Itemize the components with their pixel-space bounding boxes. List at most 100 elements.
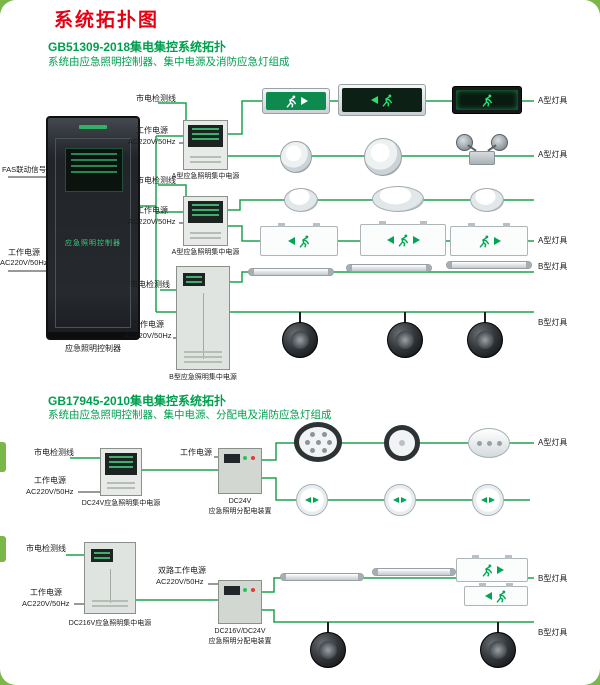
psu-a2 xyxy=(183,196,228,246)
direction-indicator-lamp xyxy=(296,484,328,516)
green-led xyxy=(243,456,247,460)
mains-detect-label: 市电检测线 xyxy=(130,280,170,289)
ceiling-lamp xyxy=(284,188,318,212)
lamp-type-b-label: B型灯具 xyxy=(538,262,568,271)
psu-dc216 xyxy=(84,542,136,614)
psu-a2-caption: A型应急照明集中电源 xyxy=(171,249,240,256)
spotlight xyxy=(278,312,322,366)
lamp-type-b-label: B型灯具 xyxy=(538,574,568,583)
wire-psu3-row5 xyxy=(230,271,534,283)
tube-light xyxy=(372,568,456,576)
psu-display xyxy=(188,125,223,147)
spotlight xyxy=(476,622,520,676)
lamp-type-a-label: A型灯具 xyxy=(538,150,568,159)
lamp-head xyxy=(491,134,508,151)
section1-subheading: 系统由应急照明控制器、集中电源及消防应急灯组成 xyxy=(48,56,290,68)
section1-heading: GB51309-2018集电集控系统拓扑 xyxy=(48,40,227,54)
psu-b xyxy=(176,266,230,370)
running-man-icon xyxy=(398,233,408,247)
work-power-label: 工作电源 xyxy=(8,248,40,257)
exit-sign xyxy=(262,88,330,114)
ac220-label: AC220V/50Hz xyxy=(124,331,172,340)
edge-tab xyxy=(0,442,6,472)
section2-subheading: 系统由应急照明控制器、集中电源、分配电及消防应急灯组成 xyxy=(48,409,332,421)
ac220-label: AC220V/50Hz xyxy=(128,217,176,226)
psu-dc24 xyxy=(100,448,142,496)
arrow-left-icon xyxy=(370,96,378,104)
running-man-icon xyxy=(299,234,309,248)
arrow-right-icon xyxy=(401,497,407,503)
downlight xyxy=(280,141,312,173)
wire-dist-dc216-spots xyxy=(262,609,534,623)
dist-dc216-caption-2: 应急照明分配电装置 xyxy=(208,638,272,645)
arrow-left-icon xyxy=(484,592,492,600)
arrow-right-icon xyxy=(412,236,420,244)
exit-sign-white xyxy=(360,221,446,256)
lamp-type-b-label: B型灯具 xyxy=(538,318,568,327)
lamp-type-a-label: A型灯具 xyxy=(538,236,568,245)
brand-logo xyxy=(79,125,107,129)
running-man-icon xyxy=(382,93,392,107)
mains-detect-label: 市电检测线 xyxy=(136,176,176,185)
spotlight xyxy=(463,312,507,366)
ac220-label: AC220V/50Hz xyxy=(128,137,176,146)
arrow-left-icon xyxy=(481,497,487,503)
dist-display xyxy=(224,454,240,463)
arrow-left-icon xyxy=(305,497,311,503)
distribution-box-dc24 xyxy=(218,448,262,494)
page-title: 系统拓扑图 xyxy=(54,10,160,31)
exit-sign-white xyxy=(456,555,528,582)
work-power-label: 工作电源 xyxy=(136,206,168,215)
mains-detect-label: 市电检测线 xyxy=(34,448,74,457)
red-led xyxy=(251,456,255,460)
tube-light xyxy=(280,573,364,581)
lamp-type-b-label: B型灯具 xyxy=(538,628,568,637)
lamp-type-a-label: A型灯具 xyxy=(538,438,568,447)
work-power-label: 工作电源 xyxy=(34,476,66,485)
dual-work-power-label: 双路工作电源 xyxy=(158,566,206,575)
tube-light xyxy=(446,261,532,269)
downlight xyxy=(364,138,402,176)
dist-dc24-caption-2: 应急照明分配电装置 xyxy=(208,508,272,515)
running-man-icon xyxy=(496,589,506,603)
cabinet-door xyxy=(55,138,131,328)
psu-display xyxy=(188,201,223,223)
exit-sign-dark xyxy=(452,86,522,114)
arrow-right-icon xyxy=(300,97,308,105)
exit-sign-white xyxy=(260,223,338,256)
green-led xyxy=(243,588,247,592)
mains-wire-psu2 xyxy=(158,184,187,196)
psu-b-caption: B型应急照明集中电源 xyxy=(169,374,237,381)
dist-dc24-caption-1: DC24V xyxy=(228,498,252,505)
mains-wire-psu1 xyxy=(158,102,187,120)
edge-tab xyxy=(0,536,6,562)
exit-sign-white xyxy=(450,223,528,256)
running-man-icon xyxy=(482,93,492,107)
spotlight xyxy=(383,312,427,366)
cabinet-base xyxy=(48,332,138,338)
ac220-label: AC220V/50Hz xyxy=(26,487,74,496)
lamp-body xyxy=(469,151,495,165)
arrow-right-icon xyxy=(313,497,319,503)
section2-heading: GB17945-2010集电集控系统拓扑 xyxy=(48,394,227,408)
dome-light xyxy=(384,425,420,461)
wire-dist-dc216-tubes xyxy=(262,577,534,593)
work-power-label: 工作电源 xyxy=(30,588,62,597)
psu-dc216-caption: DC216V应急照明集中电源 xyxy=(68,620,152,627)
ac220-label: AC220V/50Hz xyxy=(156,577,204,586)
tube-light xyxy=(248,268,334,276)
dome-light-led xyxy=(294,422,342,462)
direction-indicator-lamp xyxy=(472,484,504,516)
running-man-icon xyxy=(286,94,296,108)
arrow-right-icon xyxy=(493,237,501,245)
trunk-controller-to-psus xyxy=(140,135,183,313)
psu-display xyxy=(105,453,137,475)
twin-spot-emergency-light xyxy=(452,134,512,170)
fas-signal-label: FAS联动信号 xyxy=(2,165,47,174)
ceiling-lamp xyxy=(372,186,424,212)
running-man-icon xyxy=(479,234,489,248)
work-power-label: 工作电源 xyxy=(136,126,168,135)
controller-caption: 应急照明控制器 xyxy=(65,344,121,353)
work-power-label: 工作电源 xyxy=(132,320,164,329)
controller-plate-text: 应急照明控制器 xyxy=(65,240,121,247)
